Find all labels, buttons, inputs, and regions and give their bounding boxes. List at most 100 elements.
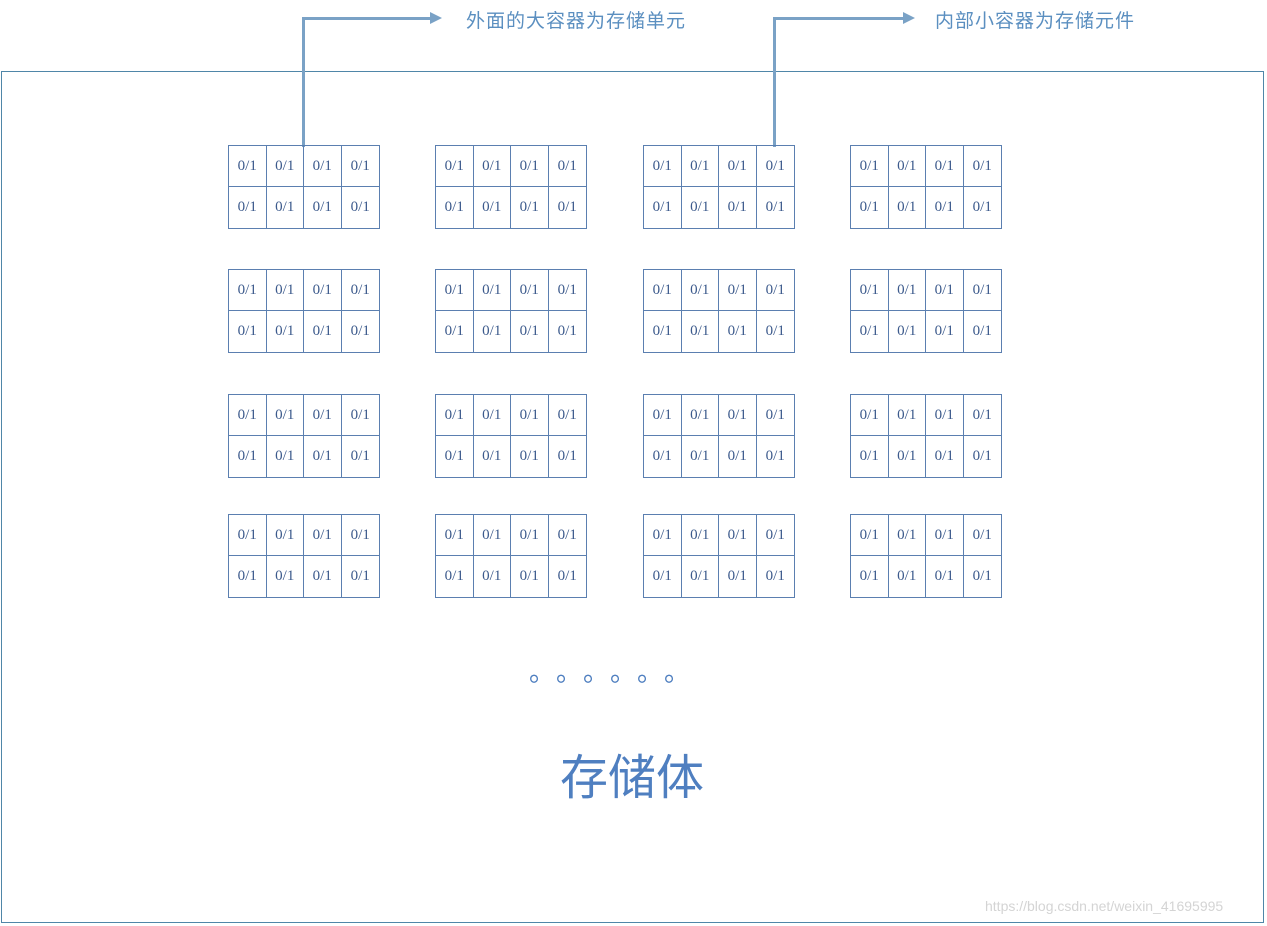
storage-element: 0/1 <box>436 146 474 187</box>
storage-element: 0/1 <box>557 199 577 215</box>
storage-element: 0/1 <box>266 395 304 436</box>
storage-element: 0/1 <box>719 515 757 556</box>
storage-element: 0/1 <box>229 187 267 228</box>
storage-element: 0/1 <box>304 146 342 187</box>
storage-element: 0/1 <box>473 395 511 436</box>
storage-element: 0/1 <box>926 146 964 187</box>
storage-element: 0/1 <box>341 395 379 436</box>
storage-element: 0/1 <box>511 187 549 228</box>
storage-element: 0/1 <box>266 146 304 187</box>
storage-element: 0/1 <box>436 436 474 477</box>
storage-element: 0/1 <box>926 187 964 228</box>
storage-element: 0/1 <box>436 515 474 556</box>
storage-element: 0/1 <box>474 436 511 477</box>
storage-element: 0/1 <box>229 146 267 187</box>
storage-element: 0/1 <box>304 436 342 477</box>
storage-element: 0/1 <box>436 187 474 228</box>
storage-element: 0/1 <box>972 199 992 215</box>
storage-element: 0/1 <box>851 187 889 228</box>
storage-element: 0/1 <box>963 515 1001 556</box>
callout-element-horizontal-line <box>773 17 903 20</box>
storage-element: 0/1 <box>511 395 549 436</box>
callout-unit-arrow-icon <box>430 12 442 24</box>
storage-element: 0/1 <box>436 270 474 311</box>
storage-element: 0/1 <box>644 556 682 597</box>
storage-element: 0/1 <box>304 311 342 352</box>
storage-element: 0/1 <box>436 311 474 352</box>
storage-element: 0/1 <box>851 436 889 477</box>
storage-element: 0/1 <box>304 395 342 436</box>
storage-element: 0/1 <box>765 323 785 339</box>
storage-element: 0/1 <box>473 146 511 187</box>
storage-element: 0/1 <box>926 556 964 597</box>
storage-element: 0/1 <box>304 515 342 556</box>
storage-element: 0/1 <box>644 270 682 311</box>
storage-element: 0/1 <box>548 515 586 556</box>
storage-element: 0/1 <box>719 436 757 477</box>
storage-element: 0/1 <box>557 568 577 584</box>
storage-element: 0/1 <box>511 146 549 187</box>
storage-element: 0/1 <box>926 515 964 556</box>
storage-element: 0/1 <box>436 556 474 597</box>
callout-unit-label: 外面的大容器为存储单元 <box>466 10 687 32</box>
storage-element: 0/1 <box>511 311 549 352</box>
storage-element: 0/1 <box>756 270 794 311</box>
storage-element: 0/1 <box>719 311 757 352</box>
storage-element: 0/1 <box>266 270 304 311</box>
storage-element: 0/1 <box>644 515 682 556</box>
storage-element: 0/1 <box>719 395 757 436</box>
storage-element: 0/1 <box>889 311 926 352</box>
storage-element: 0/1 <box>756 395 794 436</box>
storage-element: 0/1 <box>851 556 889 597</box>
callout-element-vertical-line <box>773 17 776 147</box>
callout-unit-horizontal-line <box>302 17 430 20</box>
storage-element: 0/1 <box>644 146 682 187</box>
storage-element: 0/1 <box>681 515 719 556</box>
storage-element: 0/1 <box>756 515 794 556</box>
storage-element: 0/1 <box>341 146 379 187</box>
storage-element: 0/1 <box>304 187 342 228</box>
storage-element: 0/1 <box>229 395 267 436</box>
storage-element: 0/1 <box>511 436 549 477</box>
storage-element: 0/1 <box>926 270 964 311</box>
storage-element: 0/1 <box>350 448 370 464</box>
storage-element: 0/1 <box>681 270 719 311</box>
storage-element: 0/1 <box>972 323 992 339</box>
storage-element: 0/1 <box>719 187 757 228</box>
storage-element: 0/1 <box>851 515 889 556</box>
storage-element: 0/1 <box>229 270 267 311</box>
storage-element: 0/1 <box>473 515 511 556</box>
storage-element: 0/1 <box>756 146 794 187</box>
storage-element: 0/1 <box>548 270 586 311</box>
storage-element: 0/1 <box>681 395 719 436</box>
storage-element: 0/1 <box>719 556 757 597</box>
storage-element: 0/1 <box>851 270 889 311</box>
storage-element: 0/1 <box>681 146 719 187</box>
storage-element: 0/1 <box>644 395 682 436</box>
storage-element: 0/1 <box>557 323 577 339</box>
storage-element: 0/1 <box>511 515 549 556</box>
storage-element: 0/1 <box>474 556 511 597</box>
storage-element: 0/1 <box>719 146 757 187</box>
storage-element: 0/1 <box>474 311 511 352</box>
callout-element-arrow-icon <box>903 12 915 24</box>
storage-element: 0/1 <box>888 515 926 556</box>
storage-element: 0/1 <box>436 395 474 436</box>
storage-element: 0/1 <box>304 556 342 597</box>
storage-element: 0/1 <box>267 436 304 477</box>
storage-element: 0/1 <box>963 270 1001 311</box>
storage-element: 0/1 <box>644 311 682 352</box>
storage-element: 0/1 <box>350 568 370 584</box>
callout-unit-vertical-line <box>302 17 305 147</box>
